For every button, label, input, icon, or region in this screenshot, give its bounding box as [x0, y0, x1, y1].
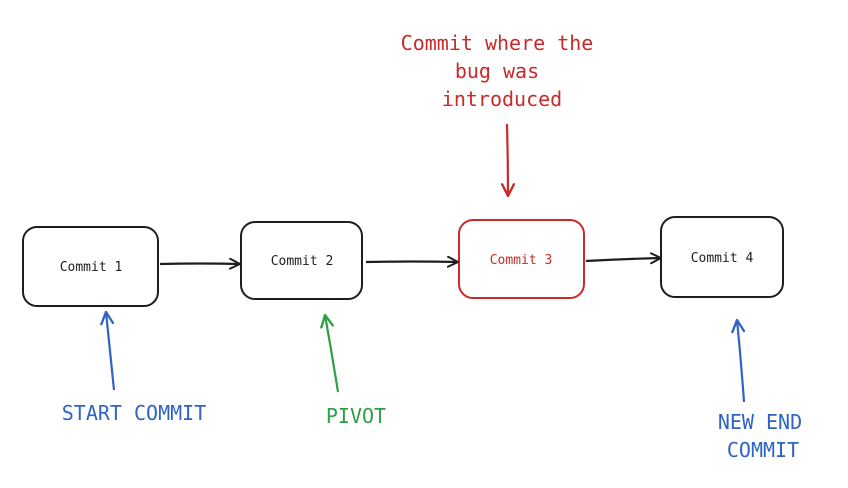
bug-annotation-line-2: bug was [455, 59, 539, 83]
arrow-commit2-to-commit3 [365, 255, 459, 268]
bug-annotation-line-3: introduced [442, 87, 562, 111]
arrow-commit3-to-commit4 [585, 252, 662, 265]
commit-node-2: Commit 2 [240, 221, 363, 300]
commit-node-3-bug: Commit 3 [458, 219, 585, 299]
start-commit-arrow [100, 310, 116, 391]
arrow-commit1-to-commit2 [159, 257, 241, 270]
commit-1-label: Commit 1 [60, 260, 123, 275]
bug-annotation: Commit where the bug was introduced [401, 31, 594, 198]
new-end-commit-annotation: NEW END COMMIT [718, 318, 802, 462]
start-commit-annotation: START COMMIT [62, 310, 207, 425]
bug-arrow [500, 123, 515, 198]
commit-node-4: Commit 4 [660, 216, 784, 298]
bug-annotation-line-1: Commit where the [401, 31, 594, 55]
commit-4-label: Commit 4 [691, 251, 754, 266]
new-end-commit-label-line-1: NEW END [718, 410, 802, 434]
pivot-arrow [320, 313, 340, 393]
new-end-commit-label-line-2: COMMIT [727, 438, 799, 462]
pivot-annotation: PIVOT [320, 313, 386, 428]
new-end-commit-arrow [731, 318, 746, 403]
pivot-label: PIVOT [326, 404, 386, 428]
commit-3-label: Commit 3 [490, 253, 553, 268]
commit-2-label: Commit 2 [271, 254, 334, 269]
commit-node-1: Commit 1 [22, 226, 159, 307]
start-commit-label: START COMMIT [62, 401, 207, 425]
